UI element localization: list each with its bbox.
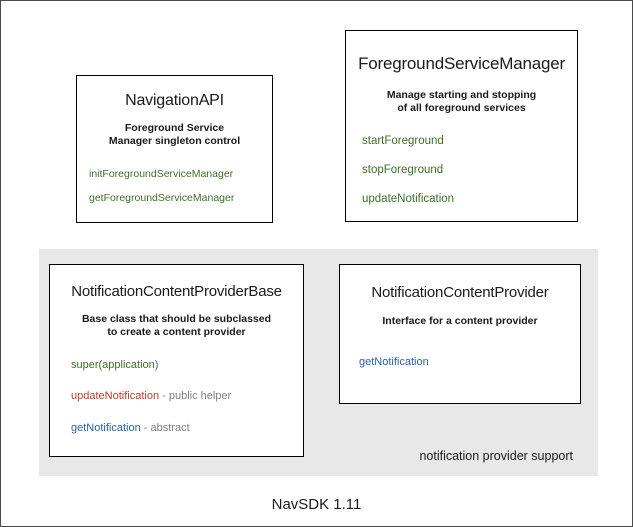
member-list-foreground-service-manager: startForeground stopForeground updateNot… <box>346 135 577 206</box>
class-box-notification-content-provider: NotificationContentProvider Interface fo… <box>339 264 581 404</box>
member-item: getNotification - abstract <box>71 422 303 435</box>
class-description-line: Foreground Service <box>124 122 225 134</box>
class-title-notification-content-provider-base: NotificationContentProviderBase <box>71 283 282 300</box>
class-description-line: of all foreground services <box>397 102 526 115</box>
member-name: stopForeground <box>362 164 444 177</box>
class-title-navigation-api: NavigationAPI <box>125 92 224 109</box>
class-description-foreground-service-manager: Manage starting and stopping of all fore… <box>346 89 577 115</box>
member-name: initForegroundServiceManager <box>89 168 234 181</box>
class-box-notification-content-provider-base: NotificationContentProviderBase Base cla… <box>49 264 304 457</box>
member-item: initForegroundServiceManager <box>89 168 272 181</box>
group-panel-label: notification provider support <box>419 449 573 463</box>
member-item: getForegroundServiceManager <box>89 192 272 205</box>
member-name: super(application) <box>71 359 159 372</box>
class-title-foreground-service-manager: ForegroundServiceManager <box>358 54 565 73</box>
class-description-navigation-api: Foreground Service Manager singleton con… <box>77 122 272 148</box>
member-item: super(application) <box>71 359 303 372</box>
member-item: updateNotification <box>362 193 577 207</box>
member-list-navigation-api: initForegroundServiceManager getForegrou… <box>77 168 272 204</box>
class-description-line: Base class that should be subclassed <box>81 313 272 325</box>
member-item: stopForeground <box>362 164 577 178</box>
class-description-notification-content-provider: Interface for a content provider <box>340 315 580 328</box>
member-name: updateNotification <box>71 390 160 403</box>
class-box-navigation-api: NavigationAPI Foreground Service Manager… <box>76 75 273 223</box>
class-description-line: to create a content provider <box>107 326 246 339</box>
class-description-notification-content-provider-base: Base class that should be subclassed to … <box>50 313 303 339</box>
member-name: startForeground <box>362 135 444 148</box>
member-note: - public helper <box>159 390 232 403</box>
member-list-notification-content-provider-base: super(application) updateNotification - … <box>50 359 303 435</box>
class-description-line: Manage starting and stopping <box>386 89 537 101</box>
member-name: getNotification <box>71 421 141 434</box>
member-item: startForeground <box>362 135 577 149</box>
member-item: updateNotification - public helper <box>71 390 303 403</box>
member-list-notification-content-provider: getNotification <box>340 356 580 369</box>
member-name: getForegroundServiceManager <box>89 191 235 204</box>
class-box-foreground-service-manager: ForegroundServiceManager Manage starting… <box>345 30 578 222</box>
member-name: getNotification <box>359 356 429 369</box>
footer-caption: NavSDK 1.11 <box>271 496 362 513</box>
member-item: getNotification <box>359 356 580 369</box>
member-name: updateNotification <box>362 192 455 205</box>
class-description-line: Manager singleton control <box>108 135 241 148</box>
class-title-notification-content-provider: NotificationContentProvider <box>371 284 549 301</box>
class-description-line: Interface for a content provider <box>382 315 538 327</box>
member-note: - abstract <box>140 421 190 434</box>
